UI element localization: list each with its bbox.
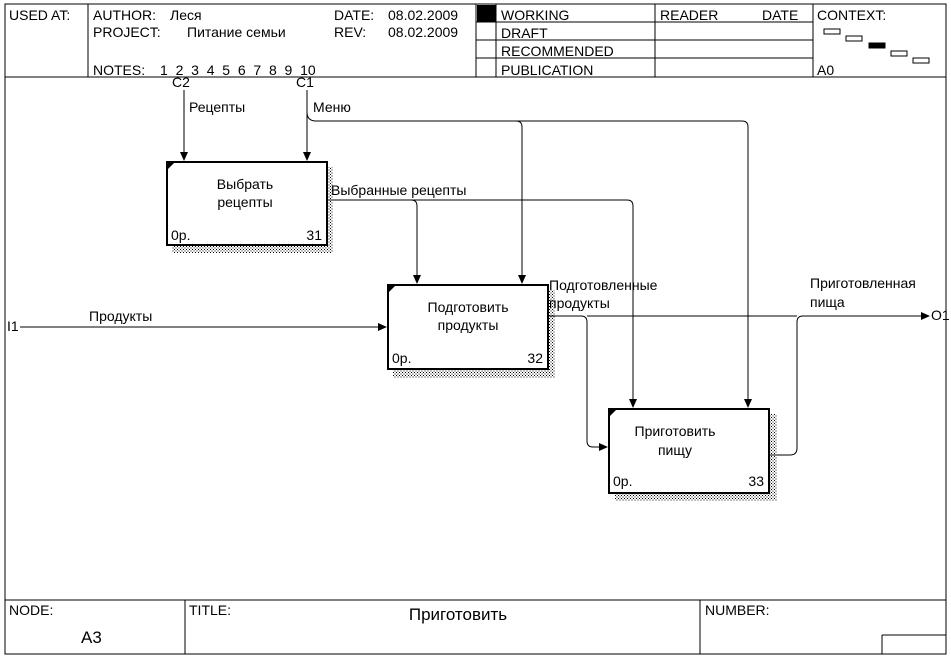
activity-number: 33 <box>748 473 764 489</box>
label-selected-recipes: Выбранные рецепты <box>331 182 466 198</box>
status-draft: DRAFT <box>501 25 548 41</box>
activity-cost: 0р. <box>613 473 632 489</box>
arrow-selected-to-33 <box>411 199 637 408</box>
node-value: A3 <box>81 628 102 647</box>
rev-value: 08.02.2009 <box>388 24 458 40</box>
arrow-selected-to-32 <box>327 199 421 284</box>
label-cooked-line2: пища <box>810 294 845 310</box>
tunnel-c2: C2 <box>172 74 190 90</box>
tunnel-i1: I1 <box>7 318 19 334</box>
title-label: TITLE: <box>189 602 231 618</box>
tunnel-c1: C1 <box>296 74 314 90</box>
tunnel-o1: O1 <box>931 307 950 323</box>
status-publication: PUBLICATION <box>501 62 593 78</box>
used-at-label: USED AT: <box>9 7 70 23</box>
project-label: PROJECT: <box>93 24 161 40</box>
arrow-prepared-products <box>548 315 608 451</box>
notes-list: 1 2 3 4 5 6 7 8 9 10 <box>160 62 316 78</box>
activity-number: 32 <box>527 350 543 366</box>
number-label: NUMBER: <box>705 602 770 618</box>
rev-label: REV: <box>334 24 366 40</box>
activity-cost: 0р. <box>392 350 411 366</box>
diagram-title: Приготовить <box>409 605 507 624</box>
activity-number: 31 <box>306 227 322 243</box>
status-recommended: RECOMMENDED <box>501 43 614 59</box>
activity-label-line2: пищу <box>658 442 692 458</box>
node-label: NODE: <box>9 602 53 618</box>
status-working: WORKING <box>501 7 569 23</box>
activity-box-33[interactable]: Приготовить пищу 0р. 33 <box>608 408 777 501</box>
date-value: 08.02.2009 <box>388 7 458 23</box>
context-node: A0 <box>817 62 834 78</box>
reader-date-label: DATE <box>762 7 798 23</box>
context-map-icon <box>823 28 930 64</box>
activity-label-line1: Выбрать <box>217 176 273 192</box>
header-block: USED AT: AUTHOR: Леся PROJECT: Питание с… <box>5 4 946 78</box>
project-value: Питание семьи <box>187 24 286 40</box>
notes-label: NOTES: <box>93 62 145 78</box>
label-products: Продукты <box>89 308 152 324</box>
arrow-menu-to-33 <box>516 120 752 408</box>
footer-block: NODE: A3 TITLE: Приготовить NUMBER: <box>5 599 946 654</box>
author-value: Леся <box>170 7 202 23</box>
author-label: AUTHOR: <box>93 7 156 23</box>
label-prepared-line2: продукты <box>549 295 610 311</box>
label-recipes: Рецепты <box>189 99 245 115</box>
label-menu: Меню <box>313 99 351 115</box>
activity-cost: 0р. <box>171 227 190 243</box>
label-cooked-line1: Приготовленная <box>810 275 916 291</box>
arrows <box>20 90 930 456</box>
label-prepared-line1: Подготовленные <box>549 277 658 293</box>
activity-box-31[interactable]: Выбрать рецепты 0р. 31 <box>166 161 333 253</box>
activity-label-line2: продукты <box>438 317 499 333</box>
activity-label-line2: рецепты <box>217 194 272 210</box>
working-status-marker <box>477 5 496 22</box>
activity-box-32[interactable]: Подготовить продукты 0р. 32 <box>387 284 555 378</box>
activity-label-line1: Подготовить <box>428 299 509 315</box>
context-label: CONTEXT: <box>817 7 886 23</box>
date-label: DATE: <box>334 7 374 23</box>
activity-label-line1: Приготовить <box>635 423 716 439</box>
arrow-cooked-food <box>769 312 930 456</box>
reader-label: READER <box>660 7 718 23</box>
